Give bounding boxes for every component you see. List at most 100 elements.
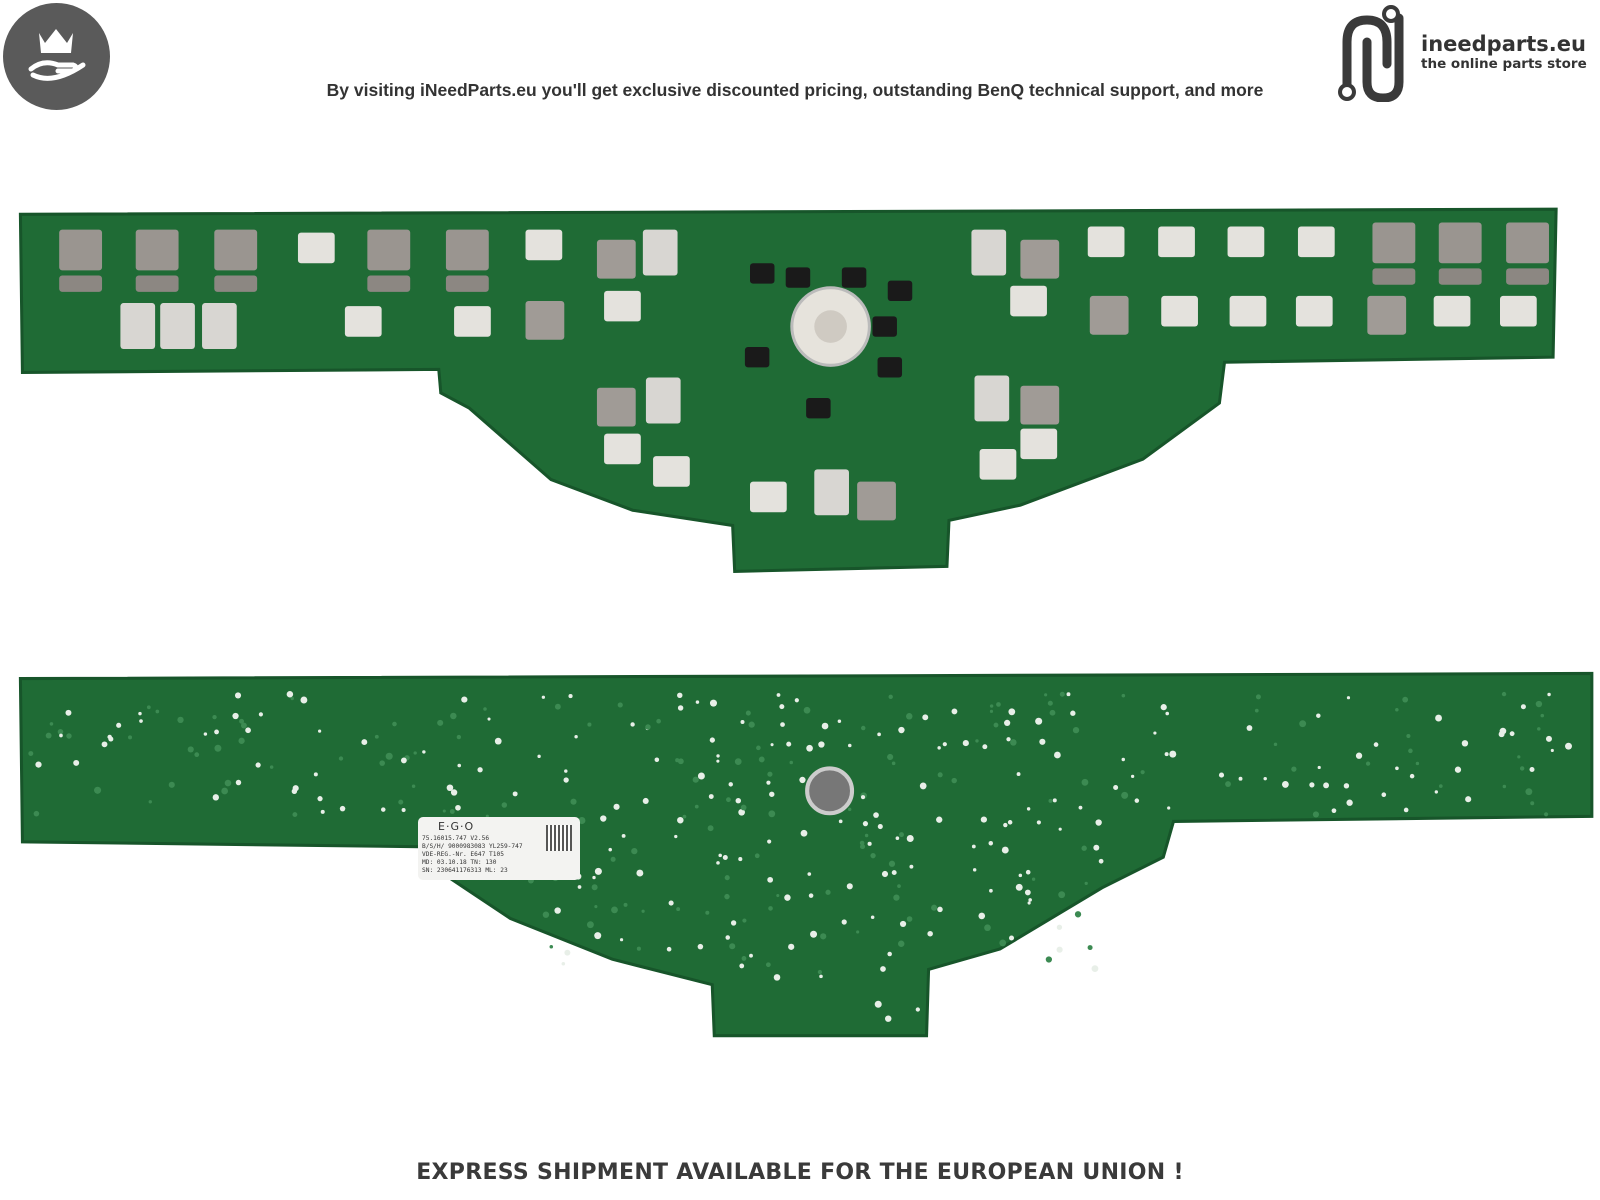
- touch-key: [1506, 222, 1549, 264]
- solder-point: [1365, 761, 1371, 766]
- solder-point: [862, 821, 869, 827]
- solder-point: [807, 872, 812, 876]
- seven-segment-display: [160, 303, 195, 349]
- solder-point: [245, 727, 251, 734]
- solder-point: [788, 943, 795, 950]
- solder-point: [1323, 782, 1330, 789]
- solder-point: [718, 853, 722, 858]
- solder-point: [767, 771, 773, 777]
- solder-point: [1373, 742, 1379, 747]
- solder-point: [286, 690, 294, 698]
- solder-point: [168, 781, 175, 788]
- solder-point: [891, 761, 896, 766]
- solder-point: [239, 718, 245, 724]
- solder-point: [139, 719, 143, 723]
- solder-point: [212, 794, 219, 801]
- solder-point: [437, 719, 444, 726]
- solder-point: [971, 844, 976, 849]
- touch-key: [1438, 222, 1482, 264]
- solder-point: [1035, 717, 1043, 725]
- solder-point: [1081, 845, 1087, 851]
- solder-point: [825, 889, 831, 895]
- solder-point: [799, 776, 806, 784]
- solder-point: [837, 719, 842, 723]
- function-key: [1367, 295, 1407, 335]
- solder-point: [1355, 752, 1363, 759]
- solder-point: [1045, 956, 1052, 963]
- solder-point: [608, 847, 612, 852]
- solder-point: [808, 893, 814, 898]
- ineedparts-logo[interactable]: ineedparts.eu the online parts store: [1335, 2, 1595, 103]
- solder-point: [148, 800, 152, 804]
- solder-point: [577, 885, 582, 889]
- solder-point: [656, 718, 661, 724]
- solder-point: [594, 932, 602, 940]
- logo-subtitle: the online parts store: [1421, 56, 1587, 72]
- solder-point: [1402, 696, 1409, 703]
- solder-point: [300, 696, 308, 704]
- led-emitter: [785, 267, 811, 288]
- solder-point: [401, 808, 406, 813]
- solder-point: [789, 760, 794, 765]
- solder-point: [1130, 774, 1135, 779]
- solder-point: [847, 807, 852, 812]
- solder-point: [999, 939, 1007, 947]
- solder-point: [224, 779, 232, 787]
- solder-point: [1299, 720, 1307, 728]
- led-segment: [1229, 295, 1267, 327]
- solder-point: [1010, 739, 1017, 746]
- solder-point: [1027, 901, 1031, 905]
- solder-point: [214, 744, 222, 752]
- solder-point: [611, 906, 618, 914]
- solder-point: [392, 721, 397, 727]
- solder-point: [1381, 792, 1387, 798]
- solder-point: [214, 729, 219, 735]
- touch-key-bar: [1506, 268, 1549, 285]
- solder-point: [574, 735, 578, 739]
- solder-point: [1501, 691, 1507, 697]
- solder-point: [1160, 704, 1167, 711]
- touch-key: [135, 229, 179, 271]
- solder-point: [989, 704, 994, 708]
- label-line: 75.16015.747 V2.56: [422, 835, 490, 842]
- solder-point: [1008, 708, 1016, 716]
- solder-point: [1056, 924, 1063, 930]
- solder-point: [1517, 755, 1521, 759]
- solder-point: [554, 703, 561, 710]
- solder-point: [1408, 748, 1413, 754]
- solder-point: [880, 966, 886, 972]
- solder-point: [630, 722, 635, 727]
- solder-point: [734, 758, 742, 766]
- solder-point: [899, 832, 904, 838]
- solder-point: [570, 798, 577, 805]
- led-segment: [1500, 295, 1537, 327]
- solder-point: [767, 876, 774, 883]
- solder-point: [906, 713, 913, 720]
- solder-point: [1121, 693, 1126, 698]
- solder-point: [1058, 891, 1066, 899]
- solder-point: [636, 869, 644, 877]
- solder-point: [1519, 766, 1525, 771]
- solder-point: [457, 763, 462, 768]
- touch-key-bar: [445, 275, 489, 292]
- solder-point: [818, 741, 825, 748]
- solder-point: [729, 943, 736, 950]
- solder-point: [937, 772, 943, 778]
- solder-point: [1153, 731, 1157, 735]
- function-key: [1020, 385, 1060, 425]
- solder-point: [716, 861, 720, 865]
- solder-point: [1036, 820, 1041, 825]
- solder-point: [893, 894, 900, 901]
- solder-point: [446, 784, 454, 792]
- solder-point: [1343, 783, 1350, 789]
- solder-point: [487, 717, 491, 721]
- solder-point: [887, 951, 892, 957]
- solder-point: [623, 902, 628, 907]
- label-line: SN: 230641176313 ML: 23: [422, 867, 508, 874]
- solder-point: [888, 694, 893, 700]
- solder-point: [776, 693, 781, 697]
- solder-point: [716, 759, 720, 763]
- solder-point: [841, 919, 847, 925]
- solder-point: [1550, 748, 1554, 753]
- solder-point: [1028, 898, 1032, 902]
